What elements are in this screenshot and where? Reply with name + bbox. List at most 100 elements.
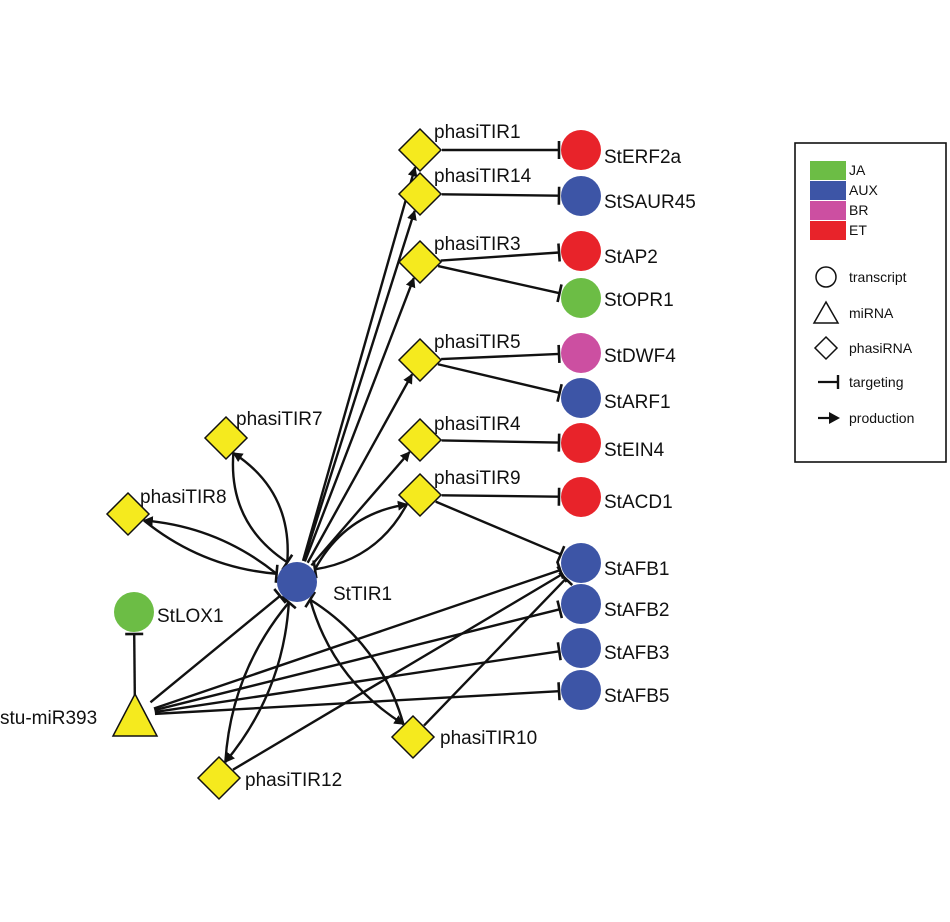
node-label: StSAUR45 bbox=[604, 192, 696, 213]
node-label: StARF1 bbox=[604, 392, 671, 413]
node-stopr1[interactable]: StOPR1 bbox=[561, 278, 674, 318]
tee-end-phasitir10-to-sttir1 bbox=[304, 591, 317, 608]
edge-targeting-stu-mir393-to-stlox1 bbox=[133, 633, 137, 696]
edge-production-sttir1-to-phasitir9 bbox=[313, 500, 408, 570]
edge-production-sttir1-to-phasitir10 bbox=[309, 599, 405, 726]
edge-production-sttir1-to-phasitir12 bbox=[224, 602, 291, 763]
phasirna-diamond bbox=[105, 491, 151, 537]
edge-targeting-phasitir9-to-stacd1 bbox=[441, 494, 560, 498]
node-label: stu-miR393 bbox=[0, 708, 97, 729]
node-label: StAP2 bbox=[604, 247, 658, 268]
phasirna-diamond bbox=[390, 714, 436, 760]
legend-swatch-ja bbox=[810, 161, 846, 180]
transcript-circle bbox=[561, 176, 601, 216]
node-starf1[interactable]: StARF1 bbox=[561, 378, 671, 418]
node-phasitir12[interactable]: phasiTIR12 bbox=[196, 755, 342, 801]
node-stsaur45[interactable]: StSAUR45 bbox=[561, 176, 696, 216]
tee-end-stu-mir393-to-sttir1 bbox=[273, 588, 287, 604]
edge-targeting-stu-mir393-to-sttir1 bbox=[149, 595, 281, 704]
node-stu-mir393[interactable]: stu-miR393 bbox=[0, 692, 159, 737]
edge-targeting-phasitir9-to-stafb1 bbox=[435, 500, 562, 556]
tee-end-stu-mir393-to-stafb1 bbox=[556, 561, 565, 580]
node-phasitir10[interactable]: phasiTIR10 bbox=[390, 714, 537, 760]
transcript-circle bbox=[561, 543, 601, 583]
node-phasitir8[interactable]: phasiTIR8 bbox=[105, 487, 227, 537]
node-phasitir3[interactable]: phasiTIR3 bbox=[397, 234, 521, 285]
legend-label-aux: AUX bbox=[849, 182, 878, 198]
node-label: StEIN4 bbox=[604, 440, 665, 461]
node-label: phasiTIR7 bbox=[236, 409, 323, 430]
edge-production-sttir1-to-phasitir8 bbox=[142, 516, 278, 575]
legend-box: JAAUXBRETtranscriptmiRNAphasiRNAtargetin… bbox=[794, 142, 947, 463]
edge-targeting-phasitir4-to-stein4 bbox=[441, 439, 560, 444]
edge-targeting-phasitir10-to-stafb1 bbox=[423, 577, 567, 727]
node-phasitir9[interactable]: phasiTIR9 bbox=[397, 468, 521, 518]
node-label: StAFB3 bbox=[604, 643, 669, 664]
tee-end-phasitir12-to-sttir1 bbox=[281, 595, 297, 610]
node-label: phasiTIR4 bbox=[434, 414, 521, 435]
edge-production-sttir1-to-phasitir4 bbox=[310, 451, 411, 567]
legend-label-phasirna: phasiRNA bbox=[849, 340, 913, 356]
transcript-circle bbox=[561, 423, 601, 463]
phasirna-diamond bbox=[397, 239, 443, 285]
node-label: StDWF4 bbox=[604, 346, 676, 367]
node-stafb5[interactable]: StAFB5 bbox=[561, 670, 669, 710]
mirna-triangle bbox=[111, 692, 159, 737]
phasirna-diamond bbox=[397, 417, 443, 463]
tee-end-phasitir8-to-sttir1 bbox=[274, 564, 279, 583]
tee-end-phasitir3-to-stopr1 bbox=[556, 284, 563, 303]
phasirna-diamond bbox=[397, 171, 443, 217]
node-stap2[interactable]: StAP2 bbox=[561, 231, 658, 271]
edge-targeting-phasitir12-to-sttir1 bbox=[224, 601, 290, 763]
node-label: StAFB1 bbox=[604, 559, 669, 580]
node-phasitir1[interactable]: phasiTIR1 bbox=[397, 122, 521, 173]
node-label: StTIR1 bbox=[333, 584, 392, 605]
node-phasitir7[interactable]: phasiTIR7 bbox=[203, 409, 323, 461]
node-stafb1[interactable]: StAFB1 bbox=[561, 543, 669, 583]
node-label: phasiTIR12 bbox=[245, 770, 342, 791]
tee-end-phasitir9-to-stafb1 bbox=[556, 545, 566, 564]
edge-targeting-phasitir3-to-stap2 bbox=[440, 251, 560, 262]
node-stacd1[interactable]: StACD1 bbox=[561, 477, 673, 517]
edge-targeting-phasitir14-to-stsaur45 bbox=[441, 193, 560, 197]
node-stdwf4[interactable]: StDWF4 bbox=[561, 333, 676, 373]
node-stafb3[interactable]: StAFB3 bbox=[561, 628, 669, 668]
edge-production-sttir1-to-phasitir3 bbox=[303, 277, 416, 562]
node-stein4[interactable]: StEIN4 bbox=[561, 423, 665, 463]
legend-swatch-aux bbox=[810, 181, 846, 200]
tee-end-phasitir9-to-sttir1 bbox=[312, 560, 318, 579]
edge-targeting-phasitir8-to-sttir1 bbox=[143, 519, 277, 575]
node-stafb2[interactable]: StAFB2 bbox=[561, 584, 669, 624]
legend-triangle-icon bbox=[812, 300, 840, 324]
node-sttir1[interactable]: StTIR1 bbox=[277, 562, 392, 605]
legend-label-ja: JA bbox=[849, 162, 866, 178]
node-label: phasiTIR9 bbox=[434, 468, 521, 489]
legend-swatch-br bbox=[810, 201, 846, 220]
edge-targeting-phasitir7-to-sttir1 bbox=[231, 452, 288, 564]
transcript-circle bbox=[561, 628, 601, 668]
node-stlox1[interactable]: StLOX1 bbox=[114, 592, 224, 632]
edge-targeting-phasitir3-to-stopr1 bbox=[437, 264, 560, 295]
phasirna-diamond bbox=[397, 127, 443, 173]
node-phasitir14[interactable]: phasiTIR14 bbox=[397, 166, 532, 217]
transcript-circle bbox=[561, 378, 601, 418]
legend-circle-icon bbox=[815, 266, 837, 288]
legend-label-transcript: transcript bbox=[849, 269, 907, 285]
edge-targeting-stu-mir393-to-stafb2 bbox=[154, 608, 560, 712]
node-phasitir5[interactable]: phasiTIR5 bbox=[397, 332, 521, 383]
edge-targeting-stu-mir393-to-stafb1 bbox=[153, 568, 561, 710]
phasirna-diamond bbox=[397, 337, 443, 383]
transcript-circle bbox=[561, 130, 601, 170]
legend-arrow-icon bbox=[818, 412, 840, 424]
node-sterf2a[interactable]: StERF2a bbox=[561, 130, 682, 170]
legend-label-targeting: targeting bbox=[849, 374, 903, 390]
edge-targeting-phasitir5-to-starf1 bbox=[437, 363, 560, 395]
legend-diamond-icon bbox=[813, 335, 839, 361]
edge-targeting-stu-mir393-to-stafb5 bbox=[154, 690, 560, 716]
edge-production-sttir1-to-phasitir7 bbox=[232, 451, 289, 563]
edges-layer bbox=[125, 141, 574, 771]
legend-label-et: ET bbox=[849, 222, 867, 238]
legend-tee-icon bbox=[818, 375, 840, 389]
phasirna-diamond bbox=[397, 472, 443, 518]
node-phasitir4[interactable]: phasiTIR4 bbox=[397, 414, 521, 463]
